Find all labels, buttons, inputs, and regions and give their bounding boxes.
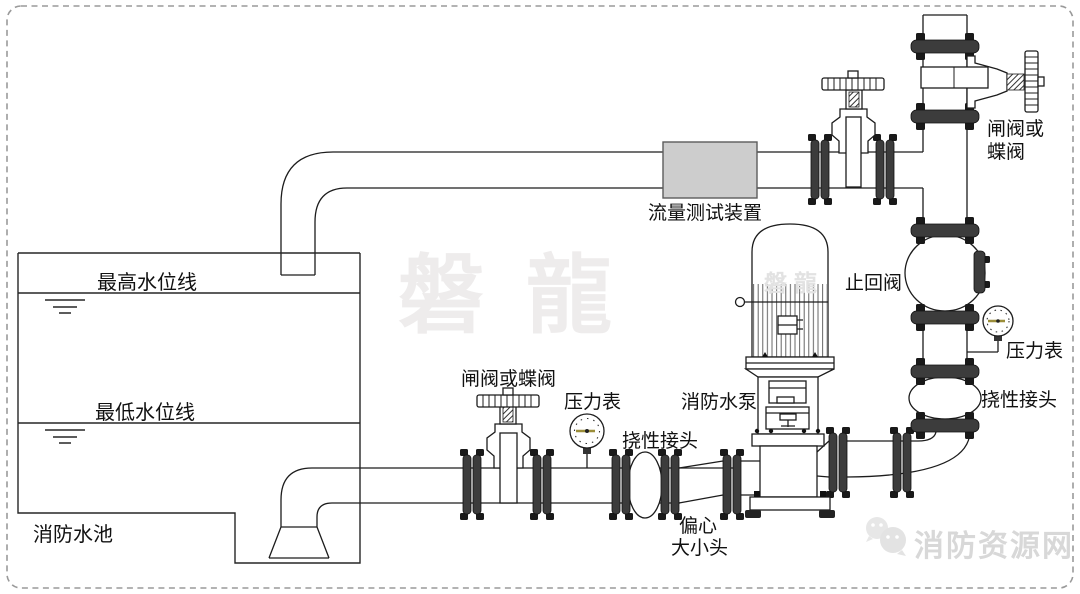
flow-test-device-box — [662, 141, 758, 199]
eccentric-reducer — [678, 460, 724, 504]
pump-barrel — [759, 445, 818, 498]
discharge-pipe — [908, 432, 970, 477]
label-fire-pump: 消防水泵 — [681, 391, 757, 413]
labels: 最高水位线 最低水位线 消防水池 流量测试装置 闸阀或 蝶阀 止回阀 压力表 挠… — [33, 118, 1063, 559]
label-flow-test-device: 流量测试装置 — [648, 202, 762, 224]
return-pipe — [281, 152, 923, 275]
handwheel — [821, 77, 885, 91]
label-flexible-joint-bottom: 挠性接头 — [622, 430, 698, 452]
label-pressure-gauge-bottom: 压力表 — [564, 391, 621, 413]
svg-text:消防资源网: 消防资源网 — [914, 529, 1074, 564]
label-bottom-valve: 闸阀或蝶阀 — [461, 368, 556, 390]
top-gate-valve — [920, 50, 1045, 113]
label-min-water-level: 最低水位线 — [95, 400, 195, 424]
pump-base — [749, 496, 831, 511]
check-valve-side-flange — [973, 250, 990, 294]
pump-watermark: 磐龍 — [764, 270, 824, 297]
test-line-gate-valve — [821, 70, 885, 188]
wechat-icon — [866, 517, 906, 556]
fire-water-tank — [17, 252, 361, 564]
pressure-gauge-bottom — [569, 413, 605, 468]
fire-pump: 磐龍 — [734, 223, 835, 518]
label-top-valve-line1: 闸阀或 — [987, 118, 1044, 140]
gate — [499, 432, 518, 504]
label-top-valve-line2: 蝶阀 — [987, 141, 1025, 163]
handwheel — [476, 394, 540, 408]
water-surface-symbol-high — [45, 299, 85, 314]
label-eccentric-line2: 大小头 — [671, 537, 728, 559]
bottom-gate-valve — [476, 387, 540, 504]
label-flexible-joint-right: 挠性接头 — [981, 389, 1057, 411]
site-watermark: 消防资源网 — [866, 517, 1074, 564]
flexible-joint-bottom-body — [627, 451, 663, 519]
label-fire-pool: 消防水池 — [33, 522, 113, 546]
dashed-border — [6, 5, 1074, 589]
label-check-valve: 止回阀 — [845, 272, 902, 294]
pressure-gauge-right — [967, 305, 1014, 353]
label-pressure-gauge-right: 压力表 — [1006, 340, 1063, 362]
label-max-water-level: 最高水位线 — [97, 270, 197, 294]
label-eccentric-line1: 偏心 — [679, 515, 717, 537]
lifting-eye — [734, 296, 746, 308]
water-surface-symbol-low — [45, 429, 85, 444]
center-watermark: 磐龍 — [398, 246, 654, 346]
gate — [845, 116, 862, 188]
check-valve-body — [904, 234, 986, 312]
